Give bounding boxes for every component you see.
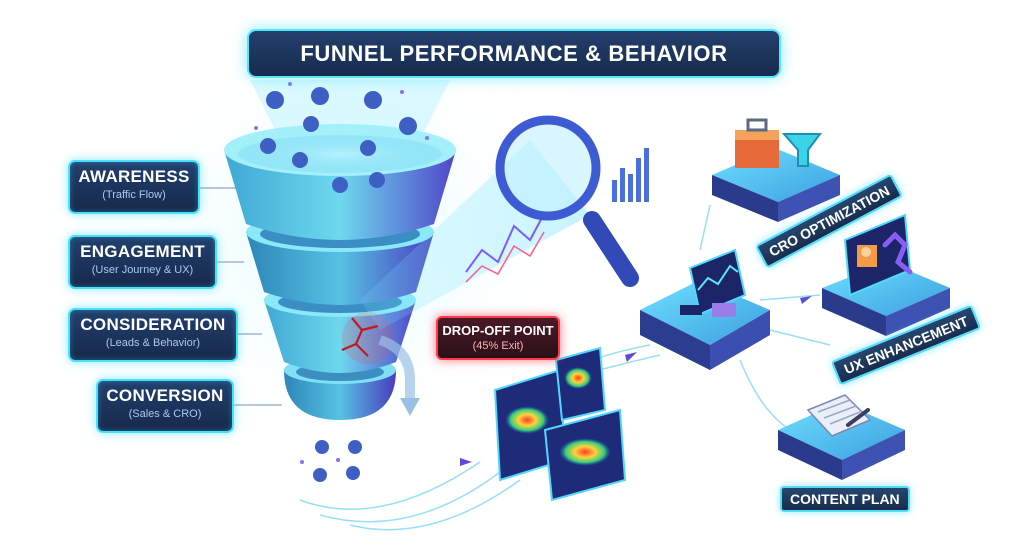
stage-title: CONVERSION [106, 386, 224, 405]
stage-engagement: ENGAGEMENT (User Journey & UX) [68, 235, 217, 289]
dropoff-label: DROP-OFF POINT [442, 323, 554, 338]
stage-consideration: CONSIDERATION (Leads & Behavior) [68, 308, 238, 362]
pen-icon [846, 408, 870, 427]
stage-title: AWARENESS [78, 167, 190, 186]
stage-title: CONSIDERATION [80, 315, 226, 334]
dropoff-sub: (45% Exit) [472, 340, 524, 352]
funnel-icon [781, 133, 822, 167]
dropoff-callout: DROP-OFF POINT (45% Exit) [436, 316, 560, 360]
stage-subtitle: (User Journey & UX) [91, 264, 194, 276]
arrow-icon [460, 296, 812, 466]
ux-platform [822, 213, 950, 336]
clipboard-icon [806, 394, 872, 437]
beam-chart-line [465, 213, 545, 273]
runner-icon [857, 231, 913, 275]
heatmap-icon [493, 346, 627, 502]
stage-subtitle: (Sales & CRO) [128, 408, 202, 420]
terminal-icon [640, 248, 770, 370]
stage-awareness: AWARENESS (Traffic Flow) [68, 160, 200, 214]
bar-chart-icon [612, 148, 649, 202]
toolbox-icon [735, 118, 779, 168]
funnel-icon [224, 124, 456, 420]
stage-conversion: CONVERSION (Sales & CRO) [96, 379, 234, 433]
user-icon [260, 87, 417, 482]
stage-subtitle: (Traffic Flow) [102, 189, 166, 201]
stage-title: ENGAGEMENT [80, 242, 205, 261]
dropoff-arrow-icon [378, 335, 420, 416]
crack-icon [341, 317, 379, 357]
page-title: FUNNEL PERFORMANCE & BEHAVIOR ANALYSIS [247, 29, 781, 111]
beam-chart-line-2 [465, 231, 545, 283]
stage-subtitle: (Leads & Behavior) [105, 337, 201, 349]
particle-dots [254, 82, 429, 464]
magnifier-icon [495, 115, 639, 287]
content-label: CONTENT PLAN [780, 486, 910, 512]
